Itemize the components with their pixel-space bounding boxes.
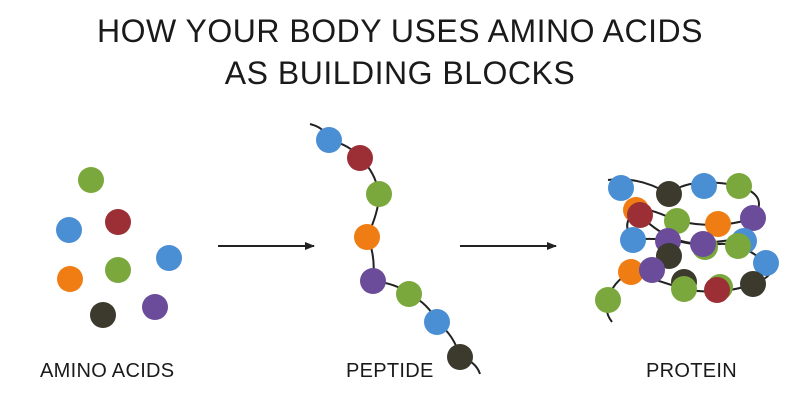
protein-residue-red [704, 277, 730, 303]
protein-residue-blue [753, 250, 779, 276]
amino-acid-blue [56, 217, 82, 243]
amino-acids-group [56, 167, 182, 328]
protein-residue-dark [656, 181, 682, 207]
peptide-bond-chain [309, 123, 481, 375]
amino-acid-green [105, 257, 131, 283]
diagram-title: HOW YOUR BODY USES AMINO ACIDS AS BUILDI… [0, 10, 800, 94]
title-line-1: HOW YOUR BODY USES AMINO ACIDS [97, 13, 703, 49]
amino-acid-green [78, 167, 104, 193]
protein-residue-orange [705, 211, 731, 237]
label-peptide: PEPTIDE [346, 360, 434, 382]
protein-residue-purple [690, 231, 716, 257]
protein-residue-purple [639, 257, 665, 283]
peptide-residue-blue [316, 127, 342, 153]
label-amino-acids: AMINO ACIDS [40, 360, 175, 382]
protein-residue-red [627, 202, 653, 228]
peptide-residue-blue [424, 309, 450, 335]
title-line-2: AS BUILDING BLOCKS [224, 55, 576, 91]
protein-residue-green [664, 208, 690, 234]
protein-residue-green [725, 233, 751, 259]
peptide-residue-red [347, 145, 373, 171]
amino-acid-blue [156, 245, 182, 271]
protein-residue-blue [608, 175, 634, 201]
peptide-residue-orange [354, 224, 380, 250]
protein-structure [595, 173, 779, 323]
peptide-residue-purple [360, 268, 386, 294]
protein-residue-green [595, 287, 621, 313]
label-protein: PROTEIN [646, 360, 737, 382]
peptide-residue-dark [447, 344, 473, 370]
amino-acid-purple [142, 294, 168, 320]
amino-acid-orange [57, 266, 83, 292]
peptide-residue-green [396, 281, 422, 307]
amino-acid-dark [90, 302, 116, 328]
protein-residue-dark [740, 271, 766, 297]
protein-residue-green [671, 276, 697, 302]
protein-residue-blue [620, 227, 646, 253]
peptide-residue-green [366, 181, 392, 207]
protein-residue-orange [618, 259, 644, 285]
amino-acid-red [105, 209, 131, 235]
protein-residue-blue [691, 173, 717, 199]
protein-residue-green [726, 173, 752, 199]
peptide-chain [309, 123, 481, 375]
protein-residue-purple [740, 205, 766, 231]
